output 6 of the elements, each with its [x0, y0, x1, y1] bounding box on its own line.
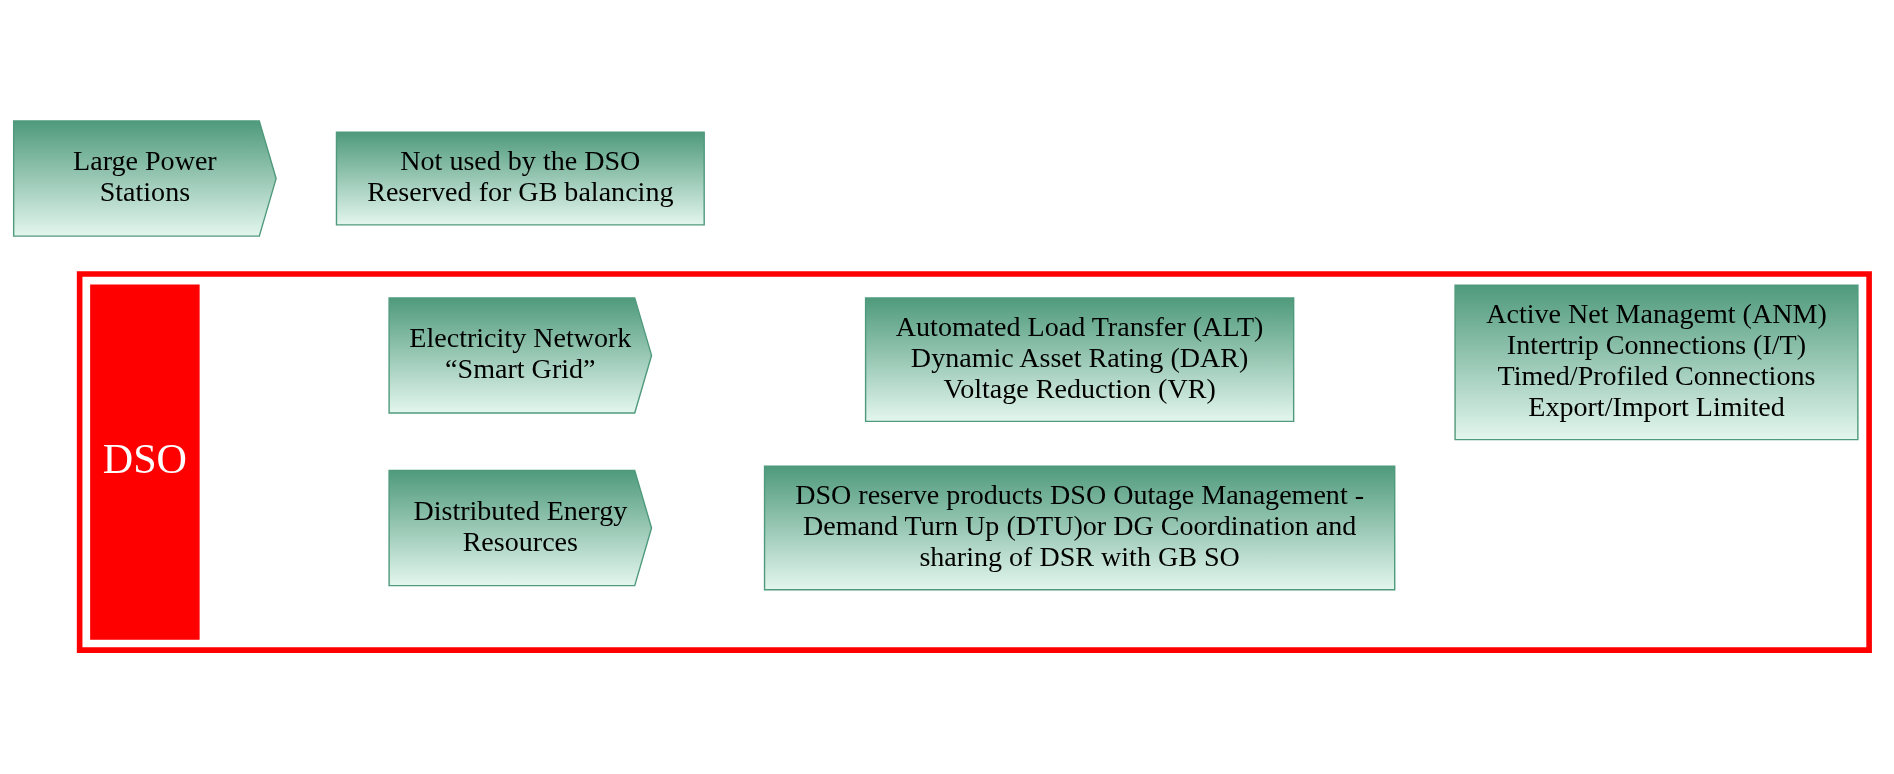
node-box: Active Net Managemt (ANM) Intertrip Connections (I/T) Timed/Profiled Connections Export/Import Limited	[1454, 284, 1859, 441]
node-box: DSO reserve products DSO Outage Management - Demand Turn Up (DTU)or DG Coordination and sharing of DSR with GB SO	[763, 465, 1396, 591]
cluster	[76, 271, 1872, 653]
node-box: Automated Load Transfer (ALT) Dynamic Asset Rating (DAR) Voltage Reduction (VR)	[864, 297, 1295, 423]
node-box: Not used by the DSO Reserved for GB balancing	[335, 131, 705, 226]
node-box: DSO	[90, 284, 200, 640]
